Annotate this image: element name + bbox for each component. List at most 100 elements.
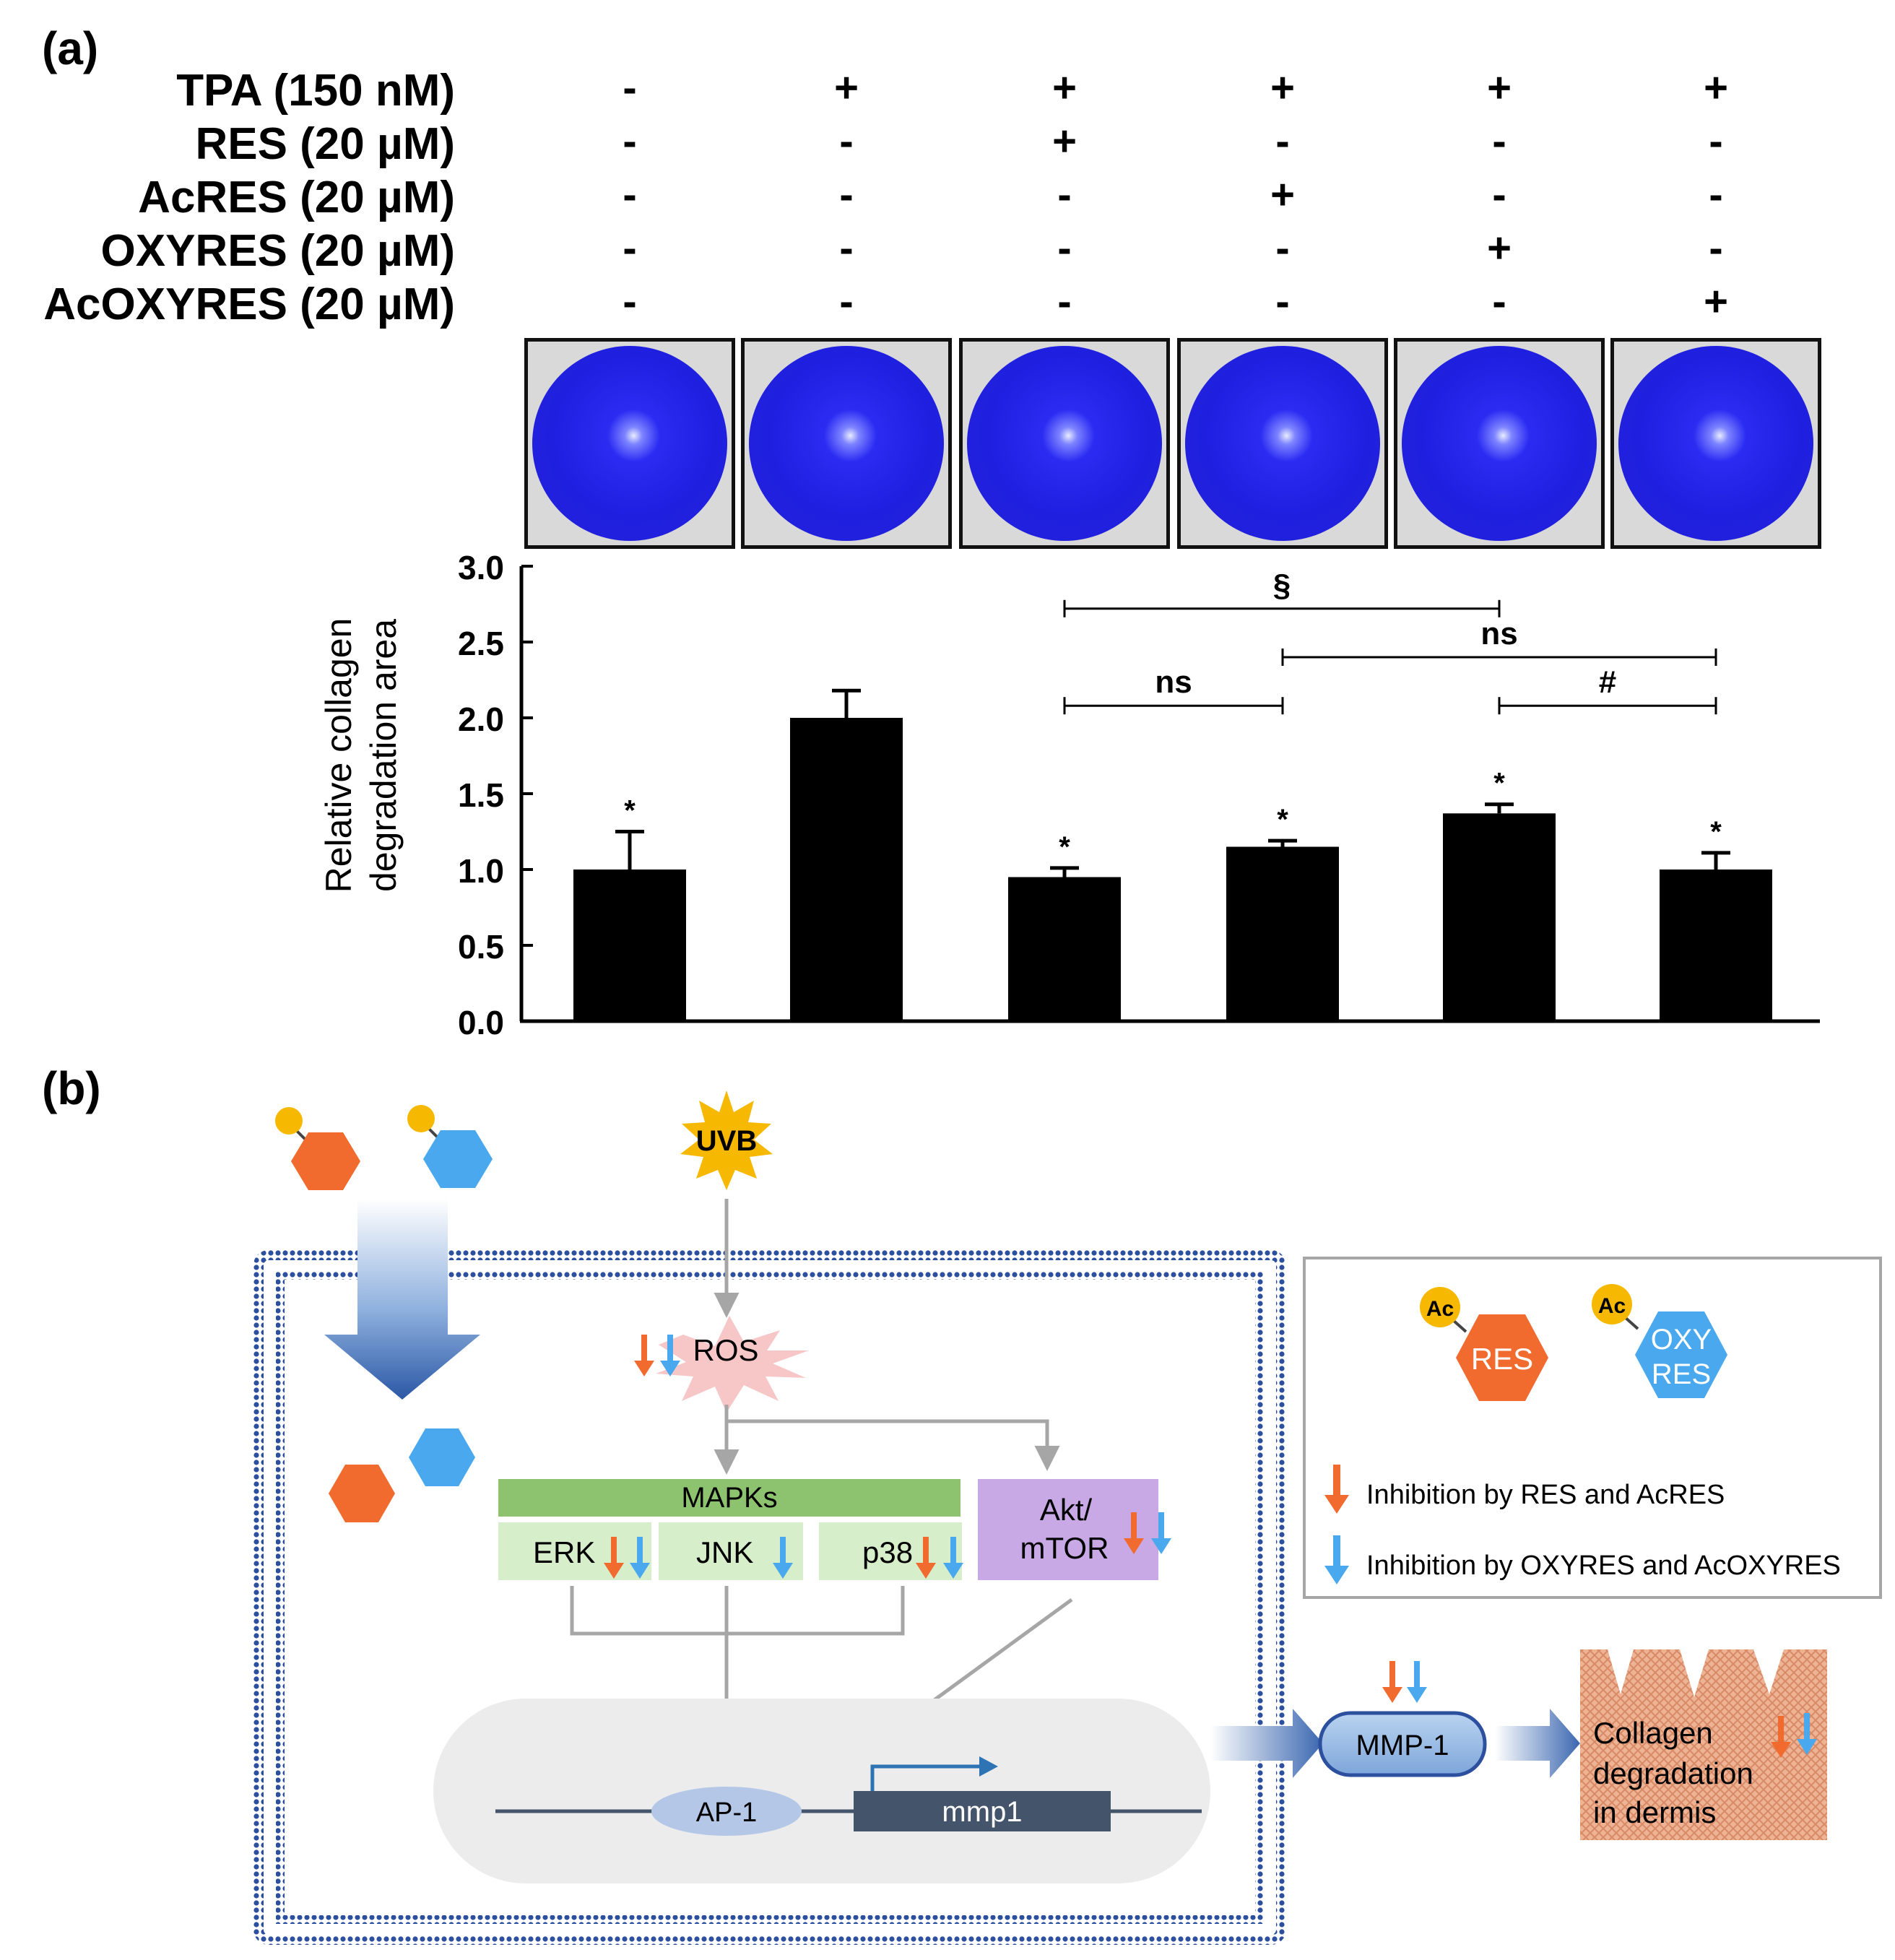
well-disc	[967, 346, 1162, 541]
treatment-label: RES (20 µM)	[195, 119, 455, 169]
treatment-sign: -	[623, 278, 637, 325]
bar	[1660, 870, 1772, 1021]
treatment-sign: -	[1709, 118, 1723, 165]
mtor-label: mTOR	[1020, 1531, 1109, 1565]
well-disc	[749, 346, 944, 541]
collagen-label-line2: degradation	[1593, 1756, 1753, 1790]
treatment-sign: -	[1057, 225, 1072, 272]
panel-a-label: (a)	[42, 22, 99, 74]
bracket-label: ns	[1155, 664, 1192, 700]
treatment-label: AcRES (20 µM)	[138, 173, 455, 222]
legend-blue-text: Inhibition by OXYRES and AcOXYRES	[1366, 1551, 1841, 1581]
p38-box	[819, 1522, 962, 1580]
treatment-sign: -	[1275, 118, 1290, 165]
mechanism-diagram: UVB ROS MAPKs ERK JNK p38	[253, 1090, 1882, 1945]
collagen-well-image	[1610, 338, 1821, 549]
treatment-sign: -	[839, 118, 854, 165]
bracket-label: §	[1273, 568, 1291, 603]
legend-orange-arrow	[1324, 1465, 1349, 1514]
legend-orange-text: Inhibition by RES and AcRES	[1366, 1480, 1725, 1510]
mmp1-inhibition-arrows	[1382, 1661, 1427, 1703]
treatment-sign: -	[1492, 171, 1506, 218]
treatment-sign: -	[1275, 278, 1290, 325]
mapks-bar	[498, 1479, 960, 1517]
significance-marker: *	[624, 795, 636, 827]
treatment-label: AcOXYRES (20 µM)	[43, 279, 455, 329]
legend-res-label: RES	[1471, 1342, 1533, 1376]
treatment-sign: +	[1487, 225, 1512, 272]
treatment-sign: -	[623, 171, 637, 218]
bar-chart: Relative collagen degradation area 0.00.…	[318, 549, 1820, 1041]
collagen-label-line3: in dermis	[1593, 1795, 1716, 1829]
treatment-sign: -	[839, 171, 854, 218]
erk-label: ERK	[533, 1535, 595, 1569]
well-disc	[532, 346, 727, 541]
mmp1-gene-label: mmp1	[942, 1796, 1022, 1828]
y-tick-label: 1.5	[458, 776, 504, 814]
treatment-sign: +	[1052, 64, 1077, 111]
p38-label: p38	[862, 1535, 913, 1569]
akt-inhibition-arrows	[1124, 1512, 1171, 1554]
treatment-sign: -	[623, 118, 637, 165]
transcription-start-arrow	[870, 1756, 998, 1791]
treatment-sign: -	[1275, 225, 1290, 272]
ros-label: ROS	[693, 1333, 758, 1367]
jnk-inhibition-arrow	[773, 1537, 793, 1579]
well-disc	[1185, 346, 1380, 541]
treatment-sign: +	[1052, 118, 1077, 165]
collagen-well-image	[741, 338, 952, 549]
secretion-arrow	[1210, 1709, 1323, 1778]
erk-box	[498, 1522, 651, 1580]
mapks-label: MAPKs	[681, 1482, 777, 1514]
p38-inhibition-arrows	[916, 1537, 963, 1579]
legend-box	[1303, 1257, 1882, 1599]
y-tick-label: 2.5	[458, 625, 504, 662]
treatment-sign: -	[839, 278, 854, 325]
significance-marker: *	[1710, 816, 1722, 848]
akt-label: Akt/	[1040, 1493, 1093, 1527]
bracket-label: #	[1599, 664, 1616, 700]
treatment-label: TPA (150 nM)	[176, 66, 455, 116]
bar	[790, 718, 903, 1021]
well-disc	[1402, 346, 1597, 541]
significance-marker: *	[1493, 768, 1505, 799]
treatment-sign: -	[623, 225, 637, 272]
treatment-sign: +	[1270, 64, 1295, 111]
panel-b-label: (b)	[42, 1062, 101, 1114]
y-axis-label-line2: degradation area	[363, 619, 404, 892]
acetylated-res-molecule	[275, 1107, 360, 1190]
mmp1-gene-box	[854, 1791, 1111, 1831]
well-disc	[1618, 346, 1813, 541]
collagen-label-line1: Collagen	[1593, 1716, 1713, 1750]
ap1-label: AP-1	[696, 1798, 757, 1828]
acetylated-oxyres-molecule	[407, 1105, 493, 1188]
ros-inhibition-arrows	[634, 1335, 680, 1376]
mmp1-protein-label: MMP-1	[1356, 1730, 1449, 1761]
treatment-sign: -	[1709, 171, 1723, 218]
bracket-label: ns	[1480, 616, 1517, 651]
legend-ac-label-2: Ac	[1598, 1294, 1626, 1318]
degradation-arrow	[1495, 1709, 1580, 1778]
collagen-well-image	[1177, 338, 1388, 549]
legend-oxy-label: OXY	[1651, 1324, 1712, 1356]
erk-inhibition-arrows	[604, 1537, 650, 1579]
legend-ac-label-1: Ac	[1426, 1297, 1454, 1321]
y-tick-label: 1.0	[458, 852, 504, 890]
y-axis-label-line1: Relative collagen	[318, 618, 359, 893]
y-tick-label: 3.0	[458, 549, 504, 586]
treatment-sign: +	[1270, 171, 1295, 218]
treatment-sign: -	[1709, 225, 1723, 272]
significance-marker: *	[1059, 831, 1070, 863]
bar	[573, 870, 686, 1021]
significance-marker: *	[1277, 804, 1288, 836]
collagen-well-image	[1394, 338, 1605, 549]
treatment-sign: -	[839, 225, 854, 272]
legend-oxyres-label: RES	[1652, 1358, 1711, 1390]
bar	[1008, 877, 1121, 1021]
akt-mtor-box	[978, 1479, 1158, 1580]
collagen-well-image	[959, 338, 1170, 549]
treatment-sign: +	[1704, 64, 1728, 111]
treatment-sign: -	[1057, 278, 1072, 325]
treatment-sign: -	[1492, 278, 1506, 325]
